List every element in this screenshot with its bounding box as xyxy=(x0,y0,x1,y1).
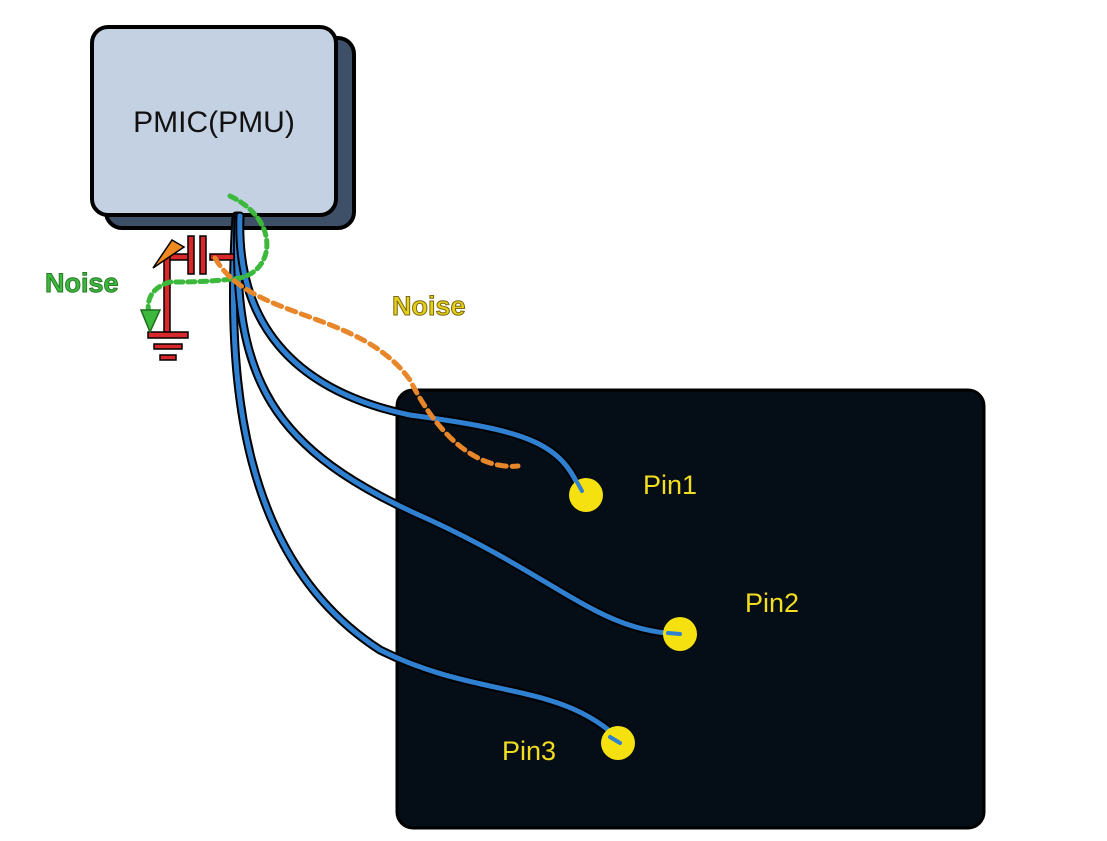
ground-icon xyxy=(147,331,189,361)
noise-label-green: Noise xyxy=(45,268,119,298)
noise-label-yellow: Noise xyxy=(392,291,466,321)
pin3-trace-end xyxy=(608,735,622,745)
noise-green-path xyxy=(145,193,270,321)
noise-orange-path xyxy=(212,255,521,469)
pin1-trace-end xyxy=(575,480,584,493)
traces xyxy=(228,211,685,747)
trace-pin1 xyxy=(237,213,583,493)
pcb-board xyxy=(395,388,986,830)
trace-pin3 xyxy=(230,213,625,745)
green-arrow-icon xyxy=(139,309,162,334)
pin2-trace-end xyxy=(666,631,682,636)
pmic-box xyxy=(90,25,338,217)
pmic-label: PMIC(PMU) xyxy=(133,106,295,139)
pin2-label: Pin2 xyxy=(745,588,799,618)
pin1-pad xyxy=(569,478,603,512)
pin1-label: Pin1 xyxy=(643,470,697,500)
trace-pin2 xyxy=(234,213,683,637)
orange-arrow-icon xyxy=(152,238,186,269)
pin3-label: Pin3 xyxy=(502,736,556,766)
